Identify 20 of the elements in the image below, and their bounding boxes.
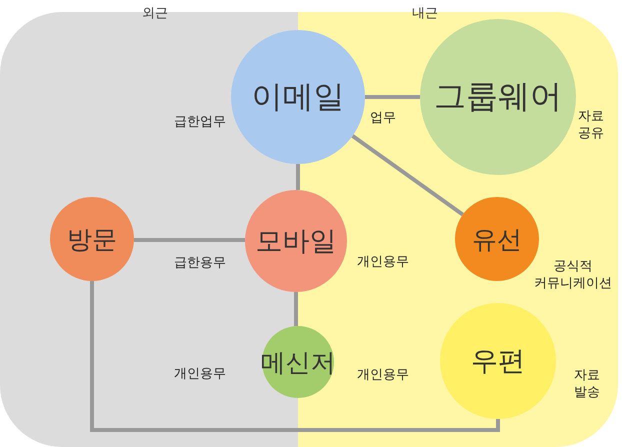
usage-label: 자료 발송 bbox=[573, 367, 601, 401]
usage-label: 개인용무 bbox=[356, 254, 410, 270]
usage-label: 업무 bbox=[369, 110, 397, 126]
connector-line bbox=[296, 164, 300, 190]
connector-line bbox=[134, 238, 245, 242]
channel-circle: 방문 bbox=[50, 197, 134, 281]
usage-label: 급한용무 bbox=[173, 254, 227, 272]
channel-circle: 유선 bbox=[455, 197, 539, 281]
channel-circle: 그룹웨어 bbox=[420, 19, 576, 175]
usage-label: 개인용무 bbox=[173, 366, 227, 382]
usage-label: 개인용무 bbox=[356, 366, 410, 384]
connector-line bbox=[294, 292, 298, 326]
connector-line bbox=[365, 95, 420, 99]
connector-line bbox=[351, 134, 464, 216]
usage-label: 급한업무 bbox=[173, 114, 227, 130]
zone-heading: 내근 bbox=[412, 5, 438, 22]
channel-circle: 우편 bbox=[440, 303, 556, 419]
zone-heading: 외근 bbox=[142, 5, 168, 22]
usage-label: 자료 공유 bbox=[577, 108, 605, 142]
connector-line bbox=[90, 281, 500, 432]
